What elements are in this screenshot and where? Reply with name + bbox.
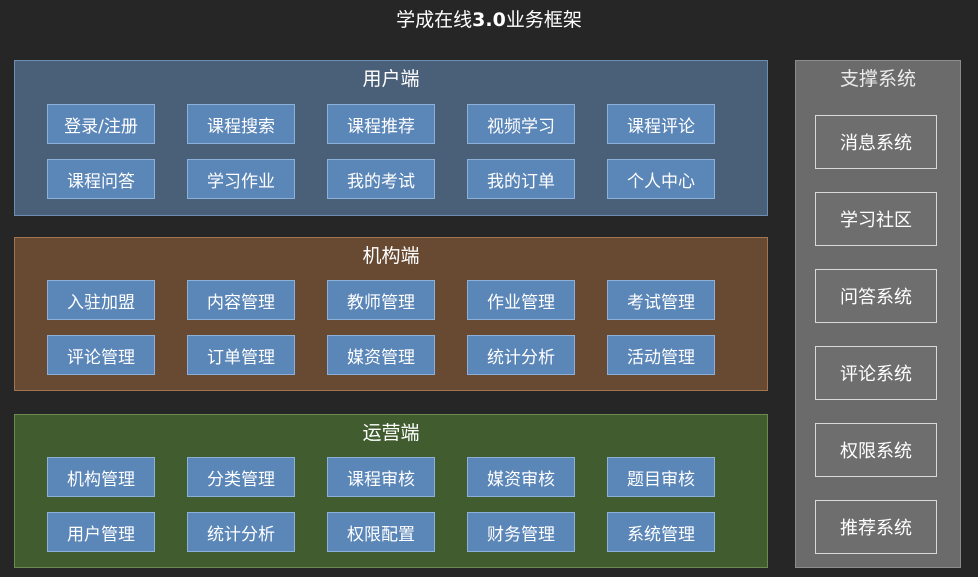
org-panel-title: 机构端 (362, 245, 420, 267)
ops-module-box: 媒资审核 (467, 457, 575, 497)
user-panel: 用户端 登录/注册 课程搜索 课程推荐 视频学习 课程评论 课程问答 学习作业 … (14, 60, 768, 216)
org-module-box: 教师管理 (327, 280, 435, 320)
user-module-box: 课程推荐 (327, 104, 435, 144)
support-system-list: 消息系统 学习社区 问答系统 评论系统 权限系统 推荐系统 (815, 115, 937, 554)
ops-module-box: 权限配置 (327, 512, 435, 552)
ops-module-box: 分类管理 (187, 457, 295, 497)
ops-panel-title: 运营端 (362, 422, 420, 444)
ops-module-box: 题目审核 (607, 457, 715, 497)
user-module-box: 我的考试 (327, 159, 435, 199)
support-system-box: 问答系统 (815, 269, 937, 323)
page-title: 学成在线3.0业务框架 (0, 0, 978, 40)
org-module-box: 考试管理 (607, 280, 715, 320)
ops-module-box: 财务管理 (467, 512, 575, 552)
support-panel: 支撑系统 消息系统 学习社区 问答系统 评论系统 权限系统 推荐系统 (795, 60, 961, 568)
org-panel: 机构端 入驻加盟 内容管理 教师管理 作业管理 考试管理 评论管理 订单管理 媒… (14, 237, 768, 391)
user-panel-title: 用户端 (362, 68, 420, 90)
support-system-box: 学习社区 (815, 192, 937, 246)
org-module-grid: 入驻加盟 内容管理 教师管理 作业管理 考试管理 评论管理 订单管理 媒资管理 … (47, 280, 715, 375)
ops-module-box: 课程审核 (327, 457, 435, 497)
user-module-box: 课程评论 (607, 104, 715, 144)
ops-module-box: 统计分析 (187, 512, 295, 552)
user-module-box: 我的订单 (467, 159, 575, 199)
support-system-box: 权限系统 (815, 423, 937, 477)
org-module-box: 内容管理 (187, 280, 295, 320)
support-system-box: 评论系统 (815, 346, 937, 400)
support-system-box: 消息系统 (815, 115, 937, 169)
title-version: 3.0 (472, 9, 506, 31)
org-module-box: 统计分析 (467, 335, 575, 375)
user-module-box: 课程搜索 (187, 104, 295, 144)
org-module-box: 评论管理 (47, 335, 155, 375)
org-module-box: 入驻加盟 (47, 280, 155, 320)
org-module-box: 活动管理 (607, 335, 715, 375)
user-module-box: 学习作业 (187, 159, 295, 199)
ops-module-box: 系统管理 (607, 512, 715, 552)
ops-panel: 运营端 机构管理 分类管理 课程审核 媒资审核 题目审核 用户管理 统计分析 权… (14, 414, 768, 568)
user-module-box: 个人中心 (607, 159, 715, 199)
support-system-box: 推荐系统 (815, 500, 937, 554)
user-module-box: 视频学习 (467, 104, 575, 144)
support-panel-title: 支撑系统 (839, 68, 916, 90)
user-module-box: 课程问答 (47, 159, 155, 199)
org-module-box: 作业管理 (467, 280, 575, 320)
user-module-box: 登录/注册 (47, 104, 155, 144)
ops-module-box: 用户管理 (47, 512, 155, 552)
org-module-box: 订单管理 (187, 335, 295, 375)
org-module-box: 媒资管理 (327, 335, 435, 375)
user-module-grid: 登录/注册 课程搜索 课程推荐 视频学习 课程评论 课程问答 学习作业 我的考试… (47, 104, 715, 199)
title-prefix: 学成在线 (396, 9, 473, 31)
ops-module-grid: 机构管理 分类管理 课程审核 媒资审核 题目审核 用户管理 统计分析 权限配置 … (47, 457, 715, 552)
title-suffix: 业务框架 (505, 9, 582, 31)
ops-module-box: 机构管理 (47, 457, 155, 497)
